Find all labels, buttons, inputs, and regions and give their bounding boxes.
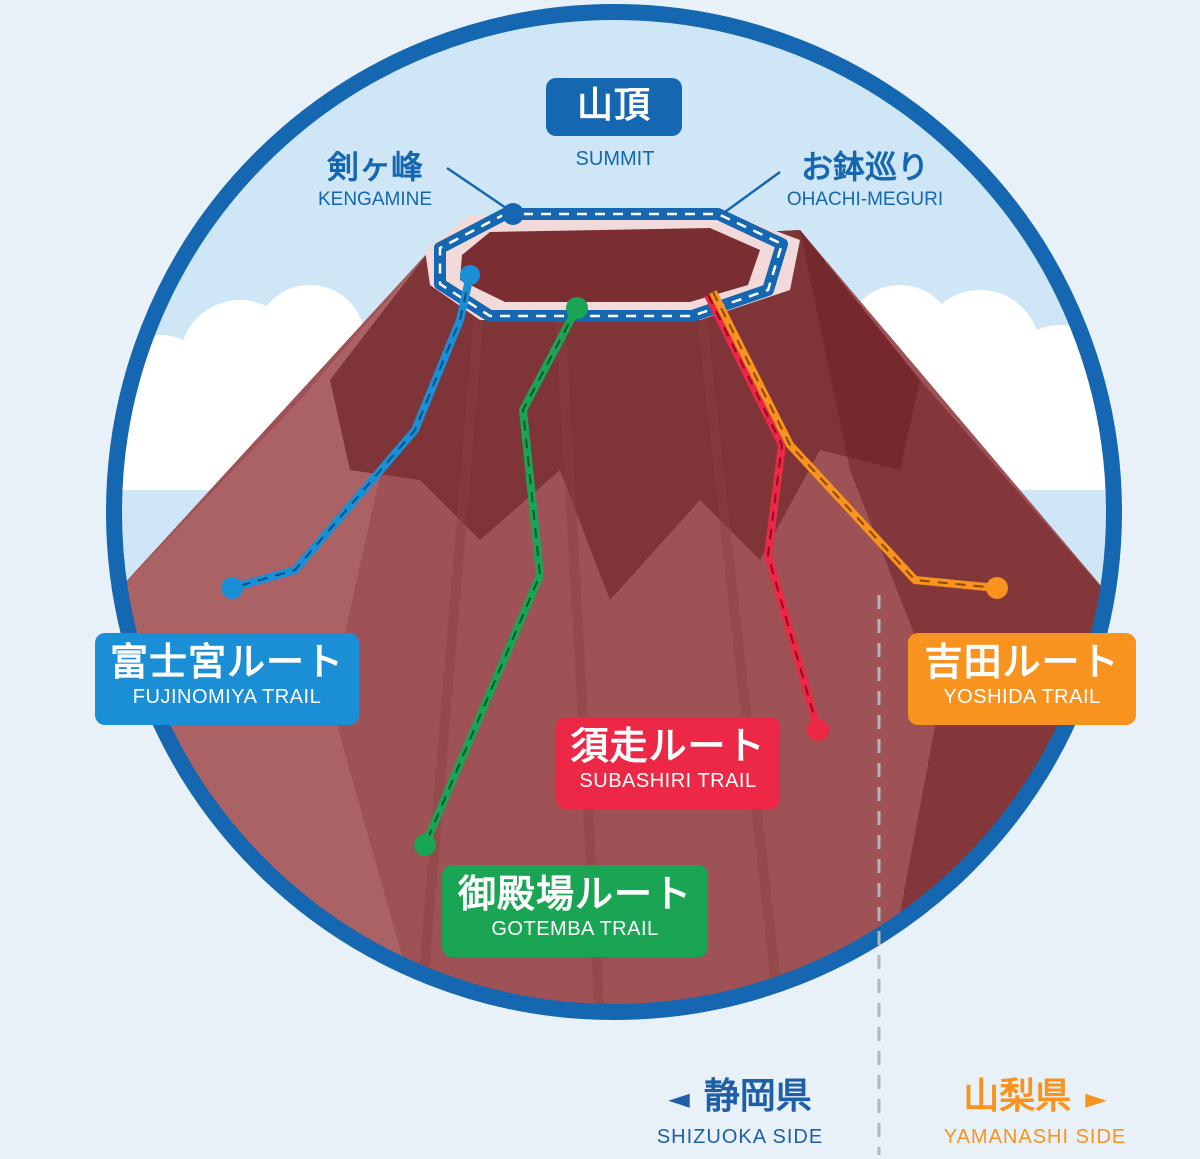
kengamine-label: 剣ヶ峰 KENGAMINE [290, 146, 460, 212]
crater [460, 228, 760, 302]
shizuoka-en: SHIZUOKA SIDE [656, 1126, 824, 1148]
fujinomiya-trail-label-ja: 富士宮ルート [109, 640, 344, 684]
subashiri-trail-label-ja: 須走ルート [570, 724, 766, 768]
gotemba-trail-label: 御殿場ルート GOTEMBA TRAIL [442, 865, 708, 957]
ohachi-meguri-label-ja: お鉢巡り [800, 148, 929, 186]
yamanashi-en: YAMANASHI SIDE [943, 1126, 1127, 1148]
yamanashi-side: 山梨県 ► YAMANASHI SIDE [920, 1074, 1150, 1152]
ohachi-meguri-label-en: OHACHI-MEGURI [786, 189, 944, 210]
summit-label: 山頂 [546, 78, 682, 136]
kengamine-label-en: KENGAMINE [317, 189, 433, 210]
shizuoka-side: ◄ 静岡県 SHIZUOKA SIDE [640, 1074, 840, 1152]
gotemba-trail-label-en: GOTEMBA TRAIL [491, 918, 659, 940]
ohachi-meguri-dash [438, 212, 784, 318]
left-arrow-icon: ◄ [668, 1082, 690, 1115]
fujinomiya-trail-line [221, 265, 480, 599]
subashiri-trail-label: 須走ルート SUBASHIRI TRAIL [556, 717, 780, 809]
summit-label-en: SUMMIT [575, 148, 655, 170]
yoshida-trail-label-en: YOSHIDA TRAIL [943, 686, 1101, 708]
gotemba-trail-label-ja: 御殿場ルート [457, 872, 692, 916]
kengamine-marker [502, 203, 524, 225]
yoshida-trail-label: 吉田ルート YOSHIDA TRAIL [908, 633, 1136, 725]
subashiri-trail-label-en: SUBASHIRI TRAIL [579, 770, 757, 792]
ohachi-leader [724, 170, 781, 214]
ohachi-meguri-label: お鉢巡り OHACHI-MEGURI [770, 146, 960, 212]
fujinomiya-trail-label-en: FUJINOMIYA TRAIL [132, 686, 322, 708]
fujinomiya-trail-label: 富士宮ルート FUJINOMIYA TRAIL [95, 633, 359, 725]
summit-label-ja: 山頂 [576, 85, 651, 126]
yoshida-trail-label-ja: 吉田ルート [924, 640, 1120, 684]
yamanashi-ja: 山梨県 [963, 1076, 1072, 1117]
kengamine-label-ja: 剣ヶ峰 [326, 148, 423, 186]
subashiri-trail-line [704, 293, 829, 741]
outer-ring [106, 4, 1122, 1020]
yoshida-trail-line [709, 290, 1008, 599]
right-arrow-icon: ► [1085, 1082, 1107, 1115]
kengamine-leader [446, 166, 507, 210]
gotemba-trail-line [414, 297, 588, 856]
shizuoka-ja: 静岡県 [703, 1076, 812, 1117]
